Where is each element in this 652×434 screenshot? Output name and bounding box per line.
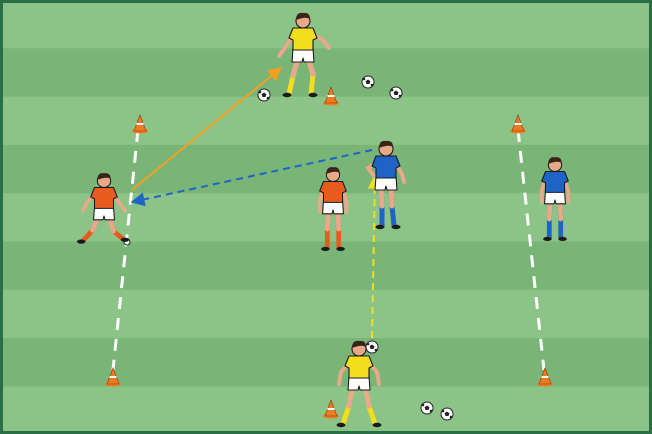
pass-arrows: [130, 67, 382, 339]
pitch-stripe: [0, 338, 652, 387]
cone-icon: [132, 114, 148, 134]
balls-group: [123, 75, 454, 421]
pitch-stripe: [0, 48, 652, 98]
player-blue-center: [365, 140, 406, 230]
ball-icon: [389, 86, 403, 100]
player-red-center: [317, 167, 349, 252]
player-yellow-bottom: [336, 340, 382, 428]
cone-icon: [510, 114, 526, 134]
run-yellow-up-arrow: [367, 174, 382, 339]
ball-icon: [361, 75, 375, 89]
cone-icon: [323, 86, 339, 106]
ball-icon: [365, 340, 379, 354]
player-blue-right: [539, 157, 571, 242]
ball-icon: [420, 401, 434, 415]
pass-red-to-yellow-arrow: [131, 67, 283, 191]
cone-icon: [105, 367, 121, 387]
player-yellow-top: [277, 12, 331, 98]
cone-icon: [537, 367, 553, 387]
pass-blue-to-red-arrow: [130, 149, 373, 207]
pitch-stripe: [0, 386, 652, 434]
ball-icon: [257, 88, 271, 102]
player-red-left: [76, 173, 130, 244]
players-group: [76, 12, 571, 428]
pitch-stripe: [0, 0, 652, 49]
pitch-stripe: [0, 289, 652, 339]
ball-icon: [440, 407, 454, 421]
cones-group: [105, 86, 553, 419]
cone-icon: [323, 399, 339, 419]
